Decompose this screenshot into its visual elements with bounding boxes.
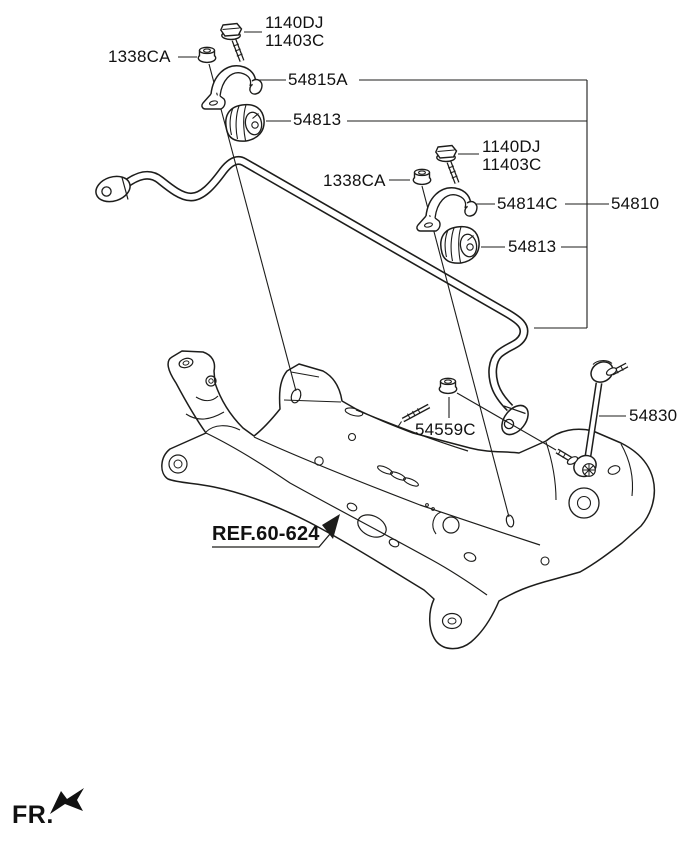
callout-bolt-outer[interactable]: 1140DJ 11403C <box>265 14 325 50</box>
part-number[interactable]: 1140DJ <box>265 13 324 32</box>
front-direction-label: FR. <box>12 801 54 829</box>
leader-link-nut-to-link <box>456 392 557 451</box>
leader-outer-mount <box>208 63 297 392</box>
bar-eye-right <box>501 404 529 436</box>
callout-bolt-inner[interactable]: 1140DJ 11403C <box>482 138 542 174</box>
crossmember-stud <box>397 403 431 428</box>
callout-bracket-inner[interactable]: 54814C <box>497 194 558 213</box>
fr-direction-arrow-icon <box>50 788 84 814</box>
bar-eye-left <box>95 175 131 203</box>
stabilizer-link-drawing <box>555 360 629 478</box>
callout-assembly[interactable]: 54810 <box>611 194 660 213</box>
part-number[interactable]: 1140DJ <box>482 137 541 156</box>
callout-link-nut[interactable]: 54559C <box>415 420 476 439</box>
ref-arrow <box>212 514 340 548</box>
bracket-assembly-outer-drawing <box>197 24 265 142</box>
part-number[interactable]: 11403C <box>265 31 325 50</box>
callout-nut-outer[interactable]: 1338CA <box>108 47 171 66</box>
bracket-assembly-inner-drawing <box>412 146 480 264</box>
leader-inner-mount <box>421 185 510 518</box>
assembly-bracket-line <box>534 80 588 329</box>
part-number[interactable]: 11403C <box>482 155 542 174</box>
link-nut-drawing <box>438 377 458 395</box>
crossmember-ref-label[interactable]: REF.60-624 <box>212 523 320 545</box>
callout-bracket-outer[interactable]: 54815A <box>288 70 348 89</box>
callout-nut-inner[interactable]: 1338CA <box>323 171 386 190</box>
crossmember-drawing <box>161 350 656 650</box>
callout-bushing-outer[interactable]: 54813 <box>293 110 342 129</box>
callout-link[interactable]: 54830 <box>629 406 678 425</box>
callout-bushing-inner[interactable]: 54813 <box>508 237 557 256</box>
leader-lines <box>178 31 626 518</box>
stabilizer-bar-drawing <box>95 155 529 436</box>
